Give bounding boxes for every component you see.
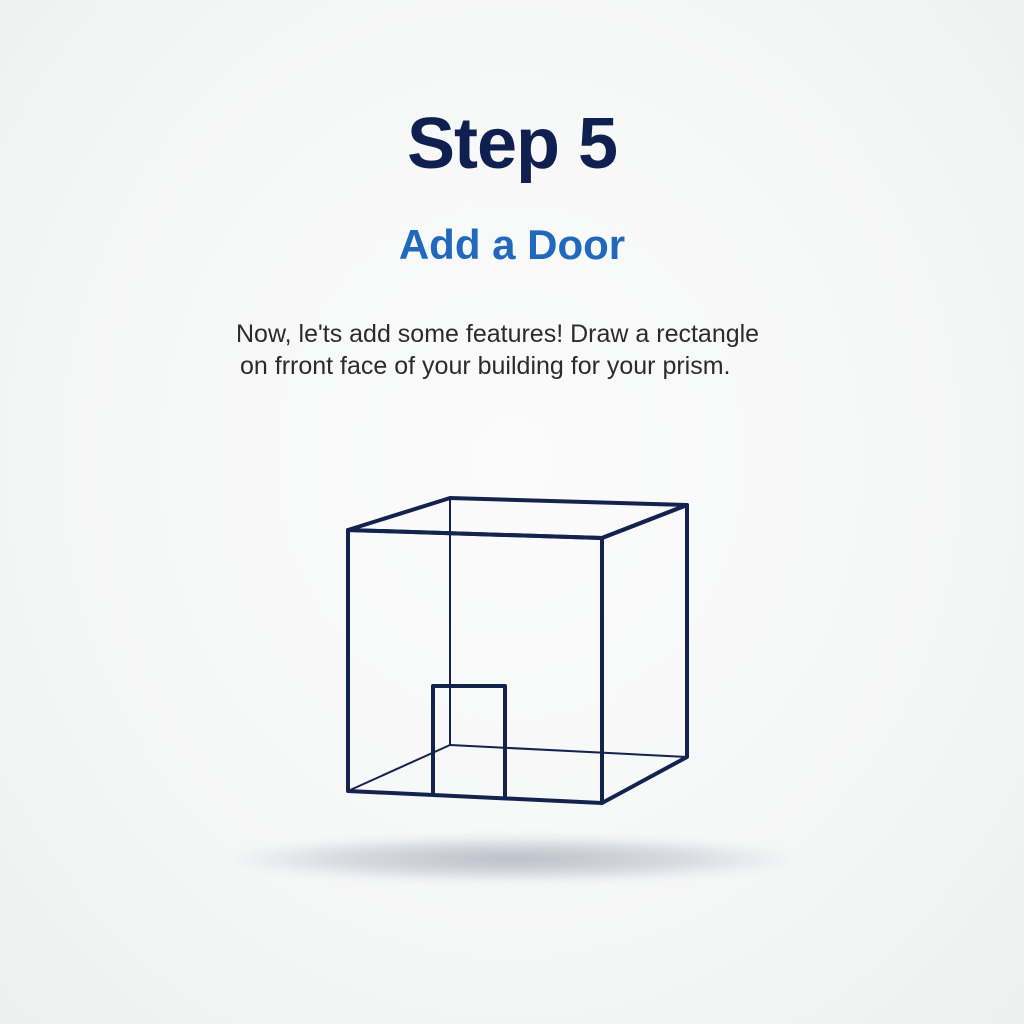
prism-shadow <box>232 836 792 882</box>
instruction-line-2: on frront face of your building for your… <box>240 352 731 380</box>
prism-hidden-edges <box>347 497 688 792</box>
step-subtitle: Add a Door <box>398 221 626 268</box>
hidden-edge-bottom-back <box>449 744 688 758</box>
prism-top-face <box>346 496 689 540</box>
step-title: Step 5 <box>406 104 618 184</box>
instruction-text: Now, le'ts add some features! Draw a rec… <box>236 318 816 382</box>
prism-front-face <box>346 528 604 805</box>
door-rectangle <box>431 684 507 800</box>
prism-visible-edges <box>346 496 689 805</box>
hidden-edge-bottom-left <box>347 744 451 792</box>
prism-right-face <box>600 503 689 805</box>
instruction-line-1: Now, le'ts add some features! Draw a rec… <box>236 320 760 348</box>
